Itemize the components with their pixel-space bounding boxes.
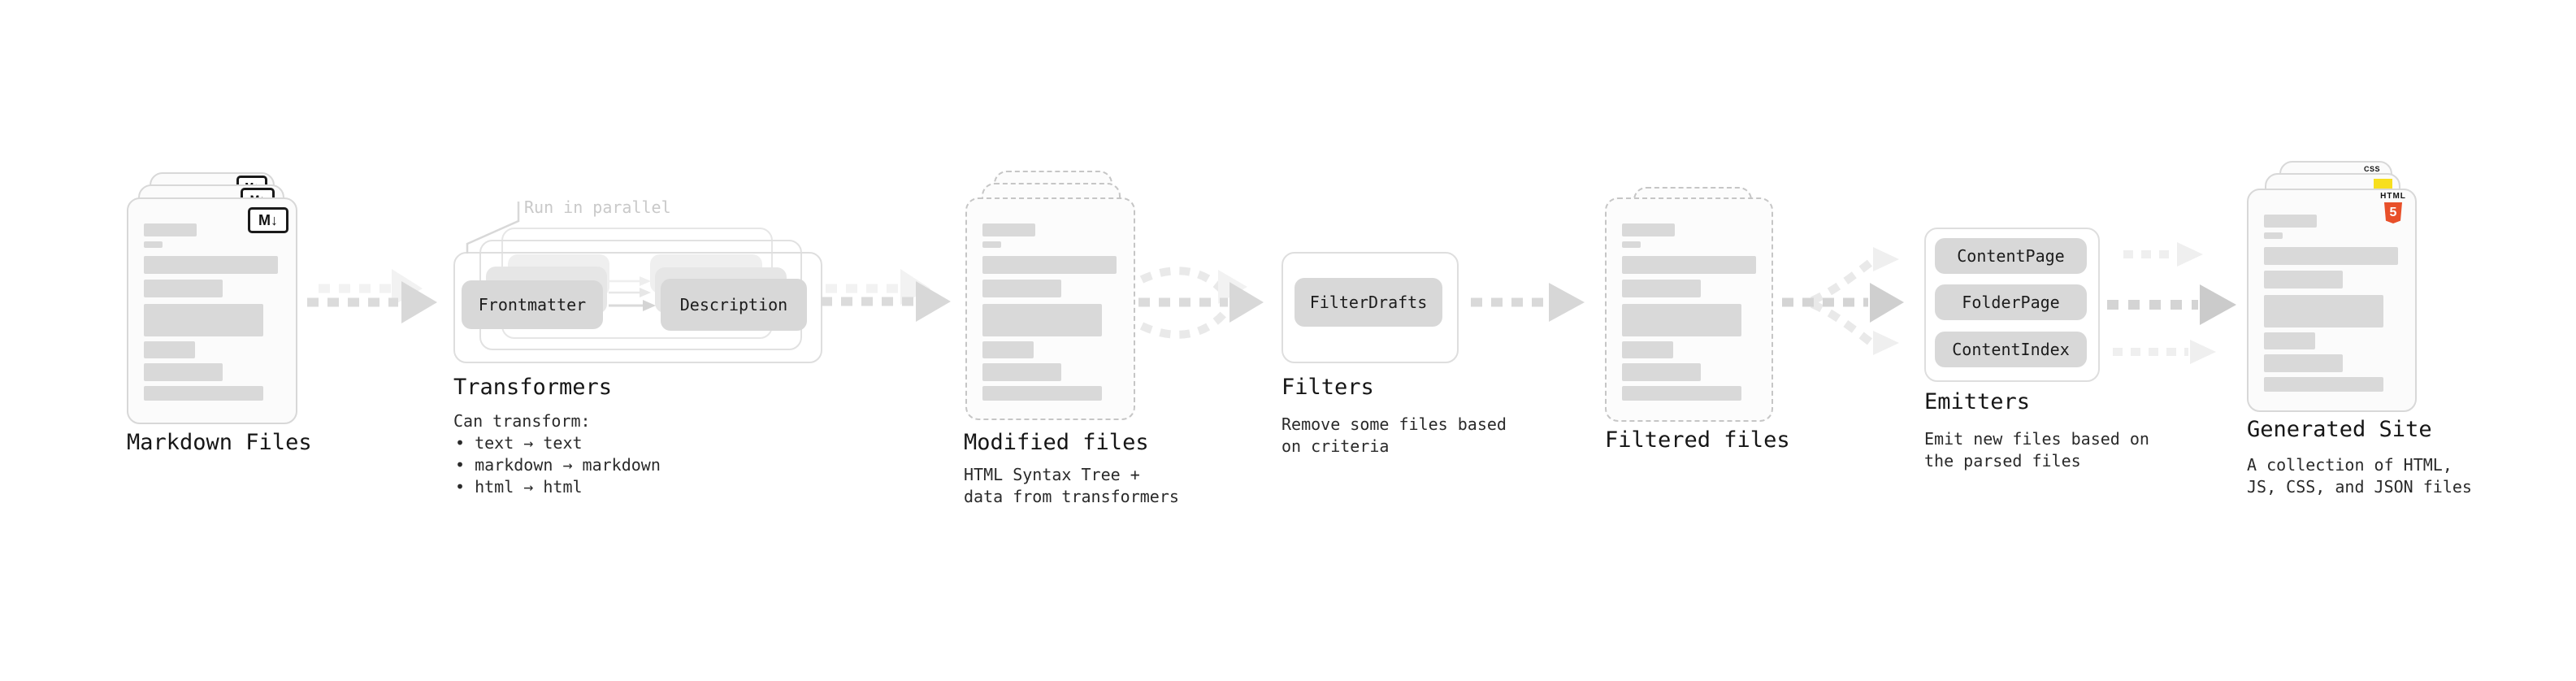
content-line — [2264, 271, 2343, 288]
description-line: • text → text — [455, 433, 583, 453]
content-line — [982, 241, 1001, 248]
js-icon — [2374, 179, 2392, 191]
flow-arrow-transformers-to-modified — [821, 269, 951, 322]
stage-label-transformers: Transformers — [453, 375, 613, 400]
flow-arrow-markdown-to-transformers — [307, 269, 437, 323]
css-icon-label: CSS — [2363, 165, 2380, 173]
content-line — [2264, 377, 2383, 392]
description-line: Can transform: — [453, 411, 591, 431]
stage-label-emitters: Emitters — [1924, 389, 2031, 414]
stage-label-generated-site: Generated Site — [2247, 417, 2432, 442]
run-in-parallel-note: Run in parallel — [524, 197, 671, 217]
stage-label-modified-files: Modified files — [964, 430, 1149, 455]
description-line: HTML Syntax Tree + — [964, 465, 1140, 484]
content-line — [982, 280, 1061, 297]
stage-description-modified: HTML Syntax Tree + data from transformer… — [964, 464, 1179, 508]
stage-description-filters: Remove some files based on criteria — [1281, 414, 1507, 458]
content-line — [1622, 223, 1675, 236]
description-line: • html → html — [455, 477, 583, 497]
markdown-file-card-front: M↓ — [127, 197, 297, 424]
flow-arrows-emitters-to-generated — [2107, 242, 2236, 364]
content-line — [982, 341, 1034, 358]
flow-arrow-filtered-to-emitters — [1782, 247, 1904, 355]
content-line — [1622, 386, 1741, 401]
description-line: data from transformers — [964, 487, 1179, 506]
transformer-frame-front — [453, 252, 822, 363]
transformer-node-description: Description — [661, 279, 807, 331]
content-line — [1622, 304, 1741, 336]
filter-node-filterdrafts: FilterDrafts — [1295, 278, 1442, 327]
content-line — [2264, 232, 2283, 239]
content-line — [144, 223, 197, 236]
html5-icon-number: 5 — [2389, 206, 2397, 219]
flow-arrow-filters-to-filtered — [1471, 283, 1585, 322]
stage-label-filtered-files: Filtered files — [1605, 427, 1790, 453]
modified-file-card-front — [965, 197, 1135, 420]
description-line: on criteria — [1281, 436, 1390, 456]
annotation-connector-line — [466, 202, 520, 254]
content-line — [2264, 332, 2315, 349]
description-line: Remove some files based — [1281, 414, 1507, 434]
content-line — [144, 241, 163, 248]
stage-label-markdown-files: Markdown Files — [127, 430, 312, 455]
content-line — [144, 280, 223, 297]
stage-label-filters: Filters — [1281, 375, 1374, 400]
description-line: • markdown → markdown — [455, 455, 661, 475]
transformer-node-frontmatter: Frontmatter — [462, 280, 603, 329]
stage-description-generated: A collection of HTML, JS, CSS, and JSON … — [2247, 454, 2472, 498]
emitter-node-contentindex: ContentIndex — [1935, 332, 2087, 367]
emitter-node-contentpage: ContentPage — [1935, 238, 2087, 274]
parallel-step-arrows — [609, 276, 656, 311]
html5-icon: HTML 5 — [2379, 193, 2407, 223]
stage-description-emitters: Emit new files based on the parsed files — [1924, 428, 2149, 472]
description-line: JS, CSS, and JSON files — [2247, 477, 2472, 497]
description-line: Emit new files based on — [1924, 429, 2149, 449]
markdown-icon: M↓ — [248, 207, 288, 233]
content-line — [1622, 363, 1701, 381]
content-line — [982, 363, 1061, 381]
filtered-file-card-front — [1605, 197, 1773, 422]
content-line — [982, 256, 1117, 274]
content-line — [2264, 247, 2398, 265]
generated-file-card-html: HTML 5 — [2247, 189, 2417, 412]
emitter-node-folderpage: FolderPage — [1935, 284, 2087, 320]
html5-icon-shield: 5 — [2384, 202, 2402, 223]
content-line — [1622, 280, 1701, 297]
content-line — [144, 256, 278, 274]
content-line — [2264, 354, 2343, 372]
content-line — [144, 304, 263, 336]
content-line — [2264, 215, 2317, 228]
content-line — [1622, 341, 1673, 358]
content-line — [982, 386, 1102, 401]
content-line — [982, 304, 1102, 336]
content-line — [1622, 241, 1641, 248]
content-line — [144, 363, 223, 381]
stage-description-transformers: Can transform: • text → text • markdown … — [453, 410, 661, 498]
html5-icon-label: HTML — [2380, 192, 2406, 201]
content-line — [982, 223, 1035, 236]
flow-arrow-modified-to-filters — [1138, 267, 1264, 339]
content-line — [1622, 256, 1756, 274]
description-line: the parsed files — [1924, 451, 2081, 471]
description-line: A collection of HTML, — [2247, 455, 2452, 475]
content-line — [2264, 295, 2383, 327]
content-line — [144, 386, 263, 401]
content-line — [144, 341, 195, 358]
